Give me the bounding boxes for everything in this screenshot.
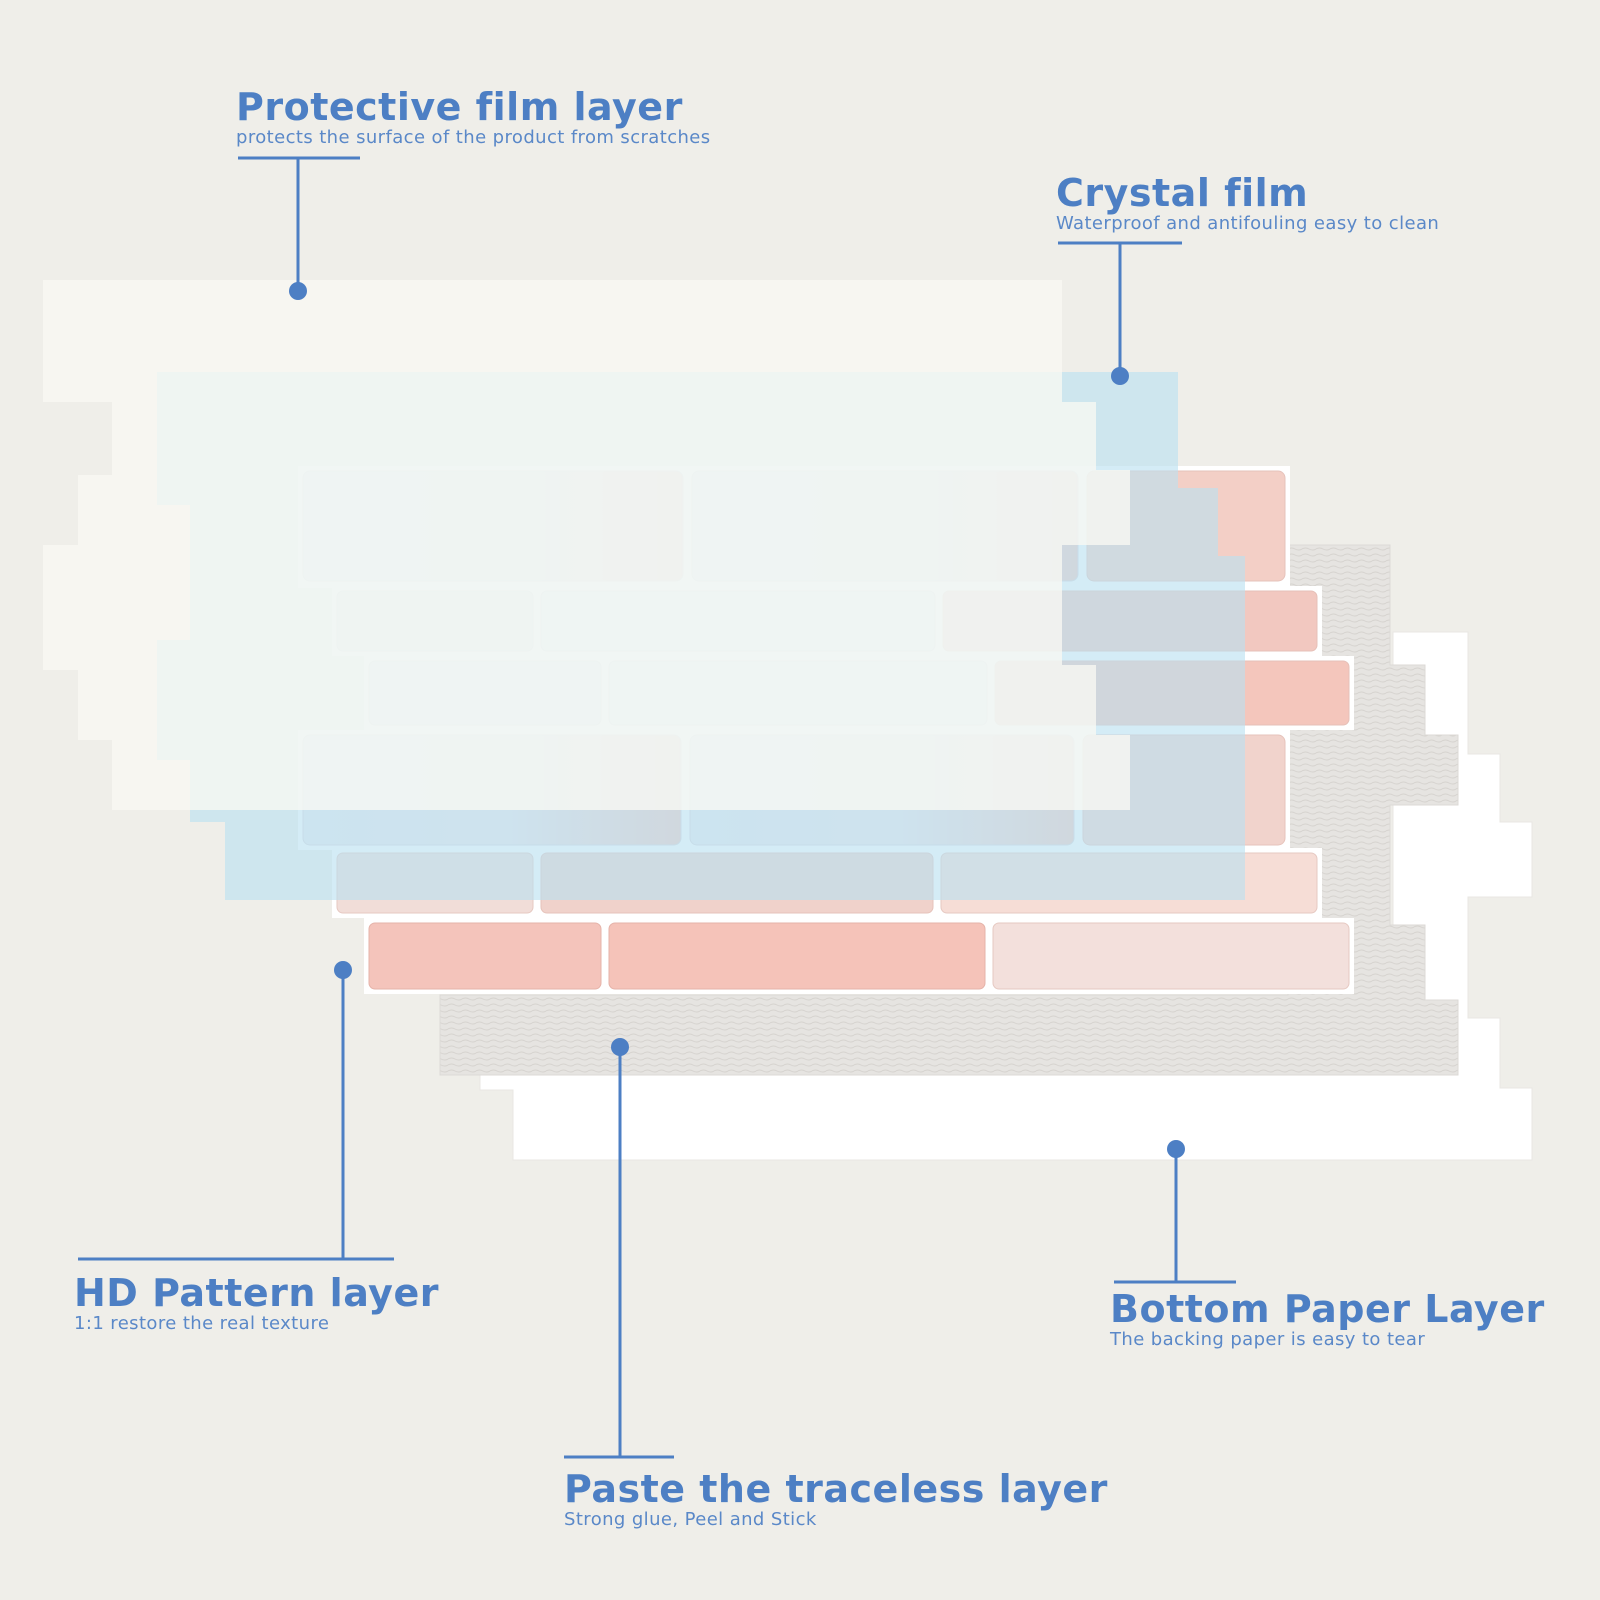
traceless-layer	[439, 544, 1459, 1076]
leader-crystal	[1058, 241, 1182, 385]
bottom-paper-layer	[479, 631, 1533, 1161]
label-subtitle: protects the surface of the product from…	[236, 127, 711, 148]
label-traceless-layer: Paste the traceless layer Strong glue, P…	[564, 1468, 1108, 1530]
label-bottom-paper: Bottom Paper Layer The backing paper is …	[1110, 1288, 1545, 1350]
label-title: Paste the traceless layer	[564, 1467, 1108, 1511]
label-title: HD Pattern layer	[74, 1271, 439, 1315]
label-hd-pattern: HD Pattern layer 1:1 restore the real te…	[74, 1272, 439, 1334]
leader-protective	[238, 156, 360, 300]
label-crystal-film: Crystal film Waterproof and antifouling …	[1056, 172, 1439, 234]
label-subtitle: The backing paper is easy to tear	[1110, 1329, 1426, 1350]
label-title: Bottom Paper Layer	[1110, 1287, 1545, 1331]
protective-film-layer	[43, 280, 1130, 810]
label-title: Protective film layer	[236, 85, 683, 129]
label-subtitle: 1:1 restore the real texture	[74, 1313, 330, 1334]
label-protective-film: Protective film layer protects the surfa…	[236, 86, 711, 148]
leader-bottom-paper	[1114, 1140, 1236, 1284]
leader-traceless	[564, 1038, 674, 1459]
leader-hd-pattern	[78, 961, 394, 1261]
label-subtitle: Waterproof and antifouling easy to clean	[1056, 213, 1440, 234]
label-subtitle: Strong glue, Peel and Stick	[564, 1509, 817, 1530]
label-title: Crystal film	[1056, 171, 1309, 215]
